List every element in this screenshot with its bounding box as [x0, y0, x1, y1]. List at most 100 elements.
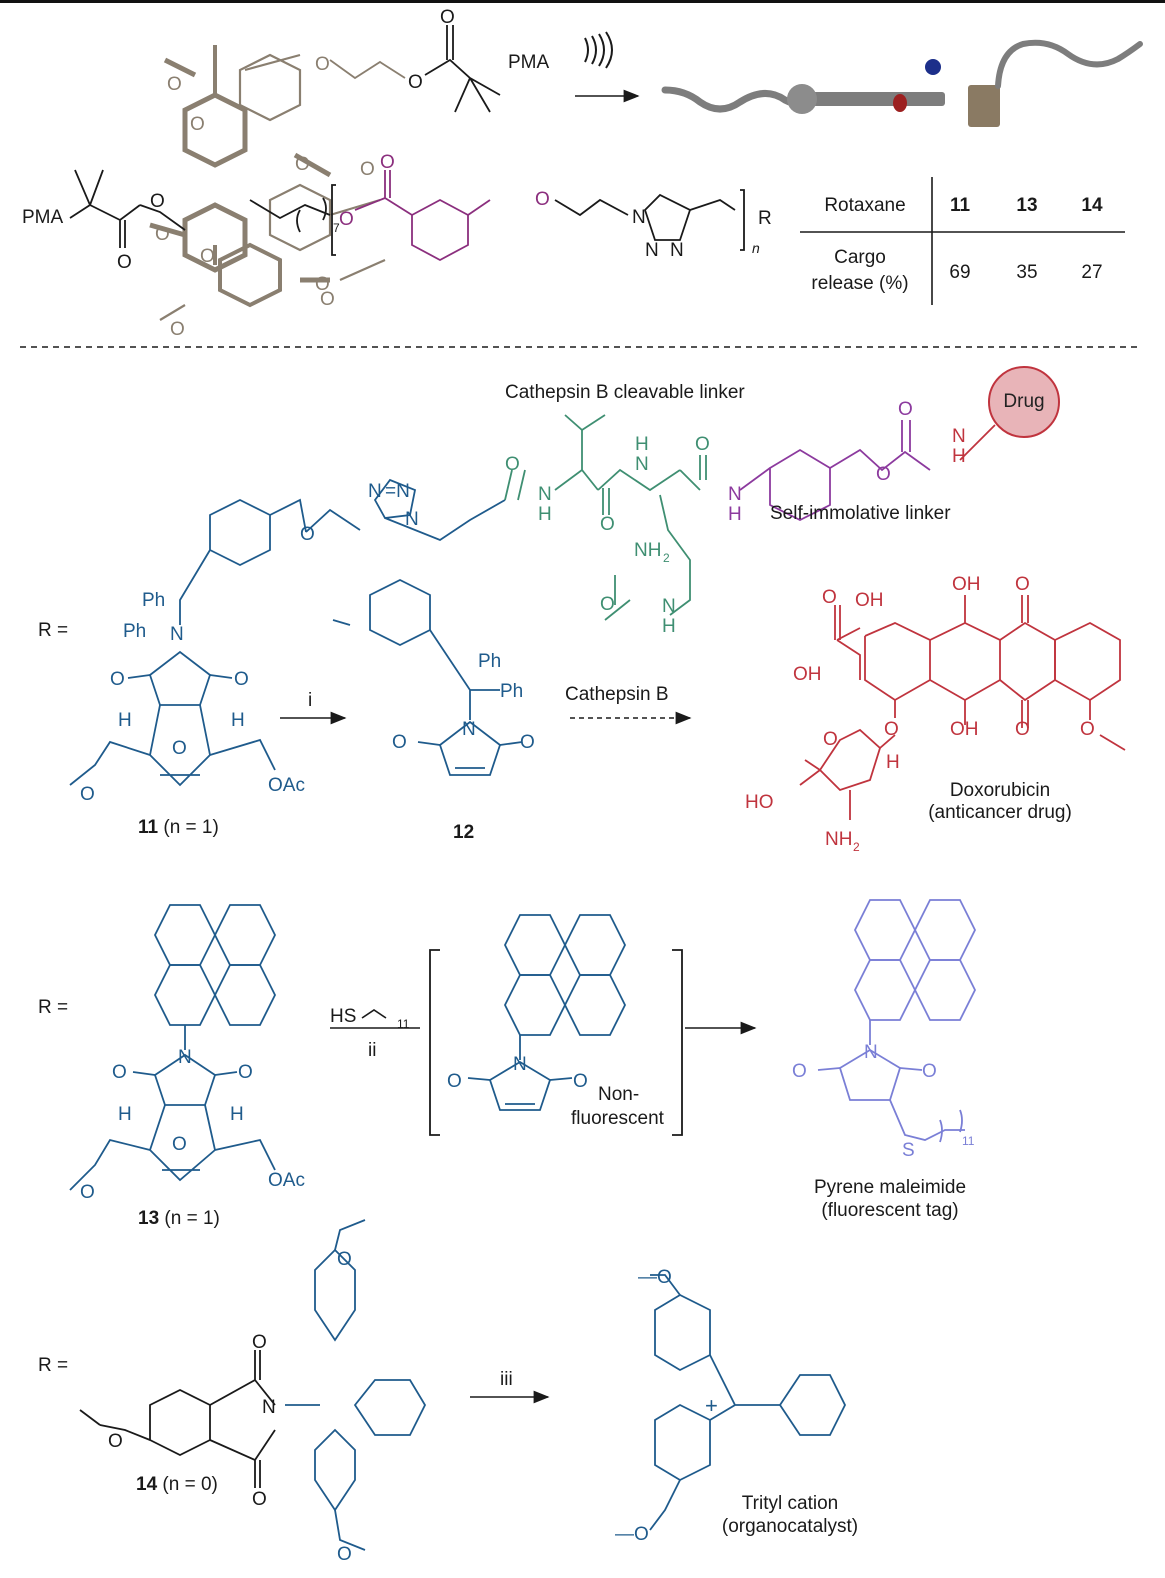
top-purple-oxygen-labels: O O O: [339, 152, 550, 230]
ph-label-1: Ph: [142, 590, 166, 611]
svg-text:O: O: [535, 189, 550, 210]
svg-text:H: H: [635, 434, 649, 455]
compound-13-structure: [69, 904, 277, 1191]
axle-right-ester: [329, 25, 501, 113]
cation-charge-symbol: +: [705, 1393, 718, 1418]
stopper-bead: [787, 84, 817, 114]
compound-11-structure: [69, 478, 506, 787]
spacer-subscript: 7: [333, 221, 340, 235]
r-equals-label-14: R =: [38, 1355, 69, 1376]
pyrene-maleimide-structure: [817, 899, 977, 1143]
svg-text:—O: —O: [638, 1267, 672, 1288]
svg-text:N: N: [462, 719, 476, 740]
svg-text:O: O: [392, 732, 407, 753]
svg-text:=N: =N: [385, 481, 410, 502]
svg-text:O: O: [1015, 719, 1030, 740]
table-value-11: 69: [949, 262, 971, 283]
svg-text:H: H: [662, 616, 676, 637]
top-atom-labels: O O O O N N N: [117, 7, 684, 273]
svg-text:O: O: [80, 784, 95, 805]
compound-14-n: (n = 0): [157, 1474, 218, 1495]
scheme-11-purple-labels: NH O O: [728, 399, 913, 525]
svg-text:O: O: [315, 274, 330, 295]
svg-text:2: 2: [663, 551, 670, 565]
svg-text:N: N: [645, 240, 659, 261]
oac-label-13: OAc: [268, 1170, 305, 1191]
svg-text:H: H: [952, 446, 966, 467]
trityl-cation-structure: [649, 1274, 847, 1531]
intermediate-pyrene-structure: [467, 914, 627, 1111]
svg-text:O: O: [898, 399, 913, 420]
thiol-reagent-label: HS: [330, 1006, 357, 1027]
svg-text:O: O: [505, 454, 520, 475]
substituent-r-label: R: [758, 208, 772, 229]
compound-14-phthalimide: [79, 1350, 276, 1488]
svg-text:O: O: [1015, 574, 1030, 595]
svg-text:N: N: [952, 426, 966, 447]
pillararene-stopper-cartoon: [968, 85, 1000, 127]
svg-text:O: O: [252, 1332, 267, 1353]
non-fluorescent-line1: Non-: [598, 1084, 640, 1105]
svg-text:O: O: [238, 1062, 253, 1083]
pma-end-group-right: PMA: [508, 52, 550, 73]
compound-14-labels: O O N O O O: [108, 1249, 352, 1565]
table-value-13: 35: [1016, 262, 1038, 283]
svg-text:H: H: [538, 504, 552, 525]
svg-text:O: O: [440, 7, 455, 28]
axle-triazole-unit: [554, 189, 745, 251]
compound-11-label: 11 (n = 1): [138, 817, 219, 839]
svg-text:O: O: [823, 729, 838, 750]
table-value-label-line2: release (%): [811, 273, 909, 294]
table-value-14: 27: [1081, 262, 1103, 283]
compound-14-number: 14: [136, 1474, 158, 1495]
pma-end-group-left: PMA: [22, 207, 64, 228]
svg-text:O: O: [172, 738, 187, 759]
intermediate-brackets: [429, 949, 683, 1136]
svg-text:N: N: [262, 1397, 276, 1418]
table-row-header: Rotaxane: [824, 195, 906, 216]
svg-text:O: O: [155, 224, 170, 245]
repeat-subscript: n: [752, 240, 760, 256]
table-col-14: 14: [1081, 195, 1103, 216]
svg-text:O: O: [600, 514, 615, 535]
svg-text:O: O: [792, 1061, 807, 1082]
thiol-chain-glyph: [361, 1009, 387, 1019]
svg-text:Ph: Ph: [478, 651, 501, 672]
cathepsin-linker-label: Cathepsin B cleavable linker: [505, 382, 745, 403]
doxorubicin-structure: [799, 595, 1126, 820]
svg-text:H: H: [728, 504, 742, 525]
svg-text:O: O: [167, 74, 182, 95]
svg-text:Ph: Ph: [500, 681, 523, 702]
top-border-line: [0, 0, 1165, 3]
compound-14-trityl: [285, 1219, 427, 1551]
svg-text:N: N: [538, 484, 552, 505]
svg-text:O: O: [695, 434, 710, 455]
cargo-release-table: Rotaxane 11 13 14 Cargo release (%) 69 3…: [800, 175, 1130, 310]
cathepsin-b-arrow-label: Cathepsin B: [565, 684, 669, 705]
compound-13-number: 13: [138, 1208, 160, 1229]
pyrene-maleimide-name: Pyrene maleimide: [813, 1177, 967, 1198]
svg-text:OH: OH: [855, 590, 884, 611]
svg-text:O: O: [573, 1071, 588, 1092]
trityl-cation-labels: —O —O: [615, 1267, 672, 1545]
svg-text:N: N: [632, 207, 646, 228]
svg-text:O: O: [150, 191, 165, 212]
table-value-label-line1: Cargo: [834, 247, 886, 268]
svg-text:2: 2: [853, 840, 860, 854]
svg-text:O: O: [339, 209, 354, 230]
trityl-cation-description: (organocatalyst): [721, 1516, 859, 1537]
svg-text:O: O: [822, 587, 837, 608]
rotaxane-cartoon: [661, 39, 1143, 127]
svg-text:—O: —O: [615, 1524, 649, 1545]
svg-text:N: N: [864, 1042, 878, 1063]
drug-circle: Drug: [988, 366, 1060, 438]
reagent-iii-label: iii: [500, 1369, 513, 1390]
svg-text:O: O: [117, 252, 132, 273]
svg-text:H: H: [230, 1104, 244, 1125]
peptide-linker-green: [504, 414, 707, 621]
svg-text:OH: OH: [950, 719, 979, 740]
